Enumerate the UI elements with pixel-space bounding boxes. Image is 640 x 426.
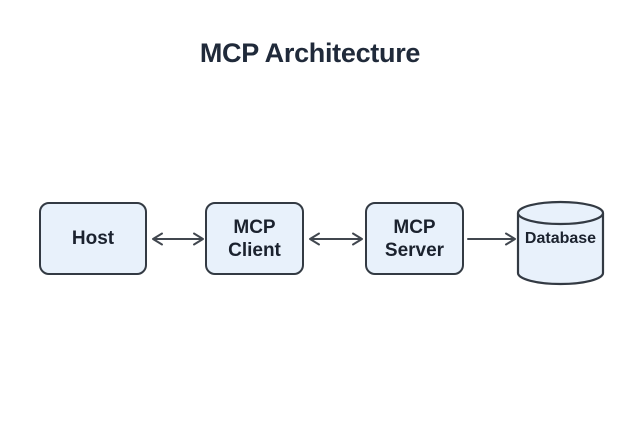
bidirectional-arrow-host-client <box>152 232 204 246</box>
forward-arrow-server-database <box>467 232 516 246</box>
node-host: Host <box>39 202 147 275</box>
node-mcp-client-label-line1: MCP <box>233 216 276 238</box>
node-database: Database <box>516 200 605 288</box>
arrowhead-left-icon <box>309 232 320 246</box>
node-mcp-server-label-line1: MCP <box>393 216 436 238</box>
database-cylinder-icon <box>516 200 605 286</box>
arrowhead-right-icon <box>352 232 363 246</box>
node-mcp-client-label-line2: Client <box>228 239 281 261</box>
bidirectional-arrow-client-server <box>309 232 363 246</box>
node-host-label: Host <box>71 228 115 249</box>
node-mcp-server-label-line2: Server <box>384 239 445 261</box>
node-mcp-client: MCP Client <box>205 202 304 275</box>
arrowhead-right-icon <box>193 232 204 246</box>
diagram-title: MCP Architecture <box>199 38 421 68</box>
arrowhead-left-icon <box>152 232 163 246</box>
node-database-label: Database <box>524 230 597 247</box>
arrowhead-right-icon <box>505 232 516 246</box>
node-mcp-server: MCP Server <box>365 202 464 275</box>
